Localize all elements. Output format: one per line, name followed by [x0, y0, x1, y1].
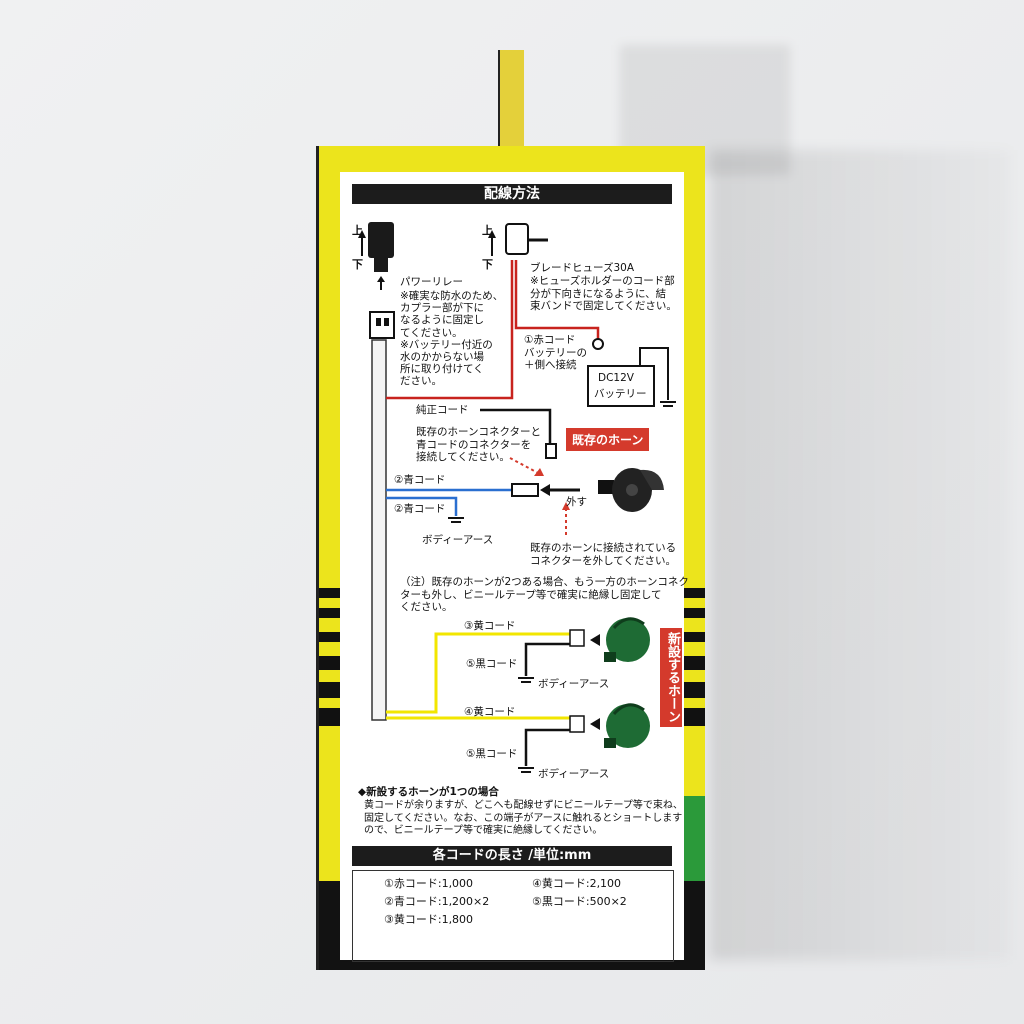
single-horn-heading: ◆新設するホーンが1つの場合: [358, 786, 499, 798]
yellow-cord-label-2: ④黄コード: [464, 706, 516, 718]
battery: [587, 365, 655, 407]
new-horn-label: 新設するホーン: [660, 628, 682, 727]
horn-connector: [545, 443, 557, 459]
battery-label: バッテリー: [594, 388, 647, 400]
red-cord-label: ①赤コード バッテリーの ＋側へ接続: [524, 334, 587, 371]
blue-cord-label-2: ②青コード: [394, 503, 446, 515]
fuse-note: ※ヒューズホルダーのコード部 分が下向きになるように、結 束バンドで固定してくだ…: [530, 275, 677, 312]
black-cord-label-1: ⑤黒コード: [466, 658, 518, 670]
dotted-arrow-icon: [534, 468, 544, 476]
red-cord-battery: [514, 260, 600, 340]
box-shadow: [710, 150, 1010, 960]
fuse-holder: [505, 223, 529, 255]
red-cord: [386, 260, 514, 400]
blue-cord-label-1: ②青コード: [394, 474, 446, 486]
remove-arrow-icon: [540, 484, 550, 496]
length-item: ④黄コード:2,100: [532, 877, 622, 890]
corrugated-tube: [371, 339, 387, 721]
black-cord-label-2: ⑤黒コード: [466, 748, 518, 760]
up-arrow-2: [488, 230, 496, 238]
blue-cord-2: [386, 496, 458, 516]
down-label: 下: [352, 258, 363, 271]
relay-body: [368, 222, 394, 258]
relay-connector: [369, 311, 395, 339]
length-item: ③黄コード:1,800: [384, 913, 474, 926]
body-earth-label: ボディーアース: [538, 678, 610, 690]
battery-terminal: [592, 338, 604, 350]
black-cord-1: [524, 642, 570, 676]
battery-voltage: DC12V: [598, 372, 634, 384]
blue-connector: [511, 483, 539, 497]
caution-note: （注）既存のホーンが2つある場合、もう一方のホーンコネク ターも外し、ビニールテ…: [400, 576, 689, 613]
fuse-name: ブレードヒューズ30A: [530, 262, 635, 274]
up-label: 上: [482, 224, 493, 237]
existing-horn-label: 既存のホーン: [566, 428, 650, 451]
relay-base: [374, 256, 388, 272]
existing-horn-connector: [598, 480, 614, 494]
length-item: ⑤黒コード:500×2: [532, 895, 627, 908]
relay-arrow-head: [377, 276, 385, 282]
remove-note: 既存のホーンに接続されている コネクターを外してください。: [530, 542, 677, 567]
new-horn-2: [606, 704, 650, 748]
yellow-cord-label-1: ③黄コード: [464, 620, 516, 632]
remove-label: 外す: [566, 496, 587, 508]
yellow-cord-1: [386, 632, 570, 714]
genuine-cord-label: 純正コード: [416, 404, 469, 416]
hang-tab: [498, 50, 524, 150]
body-earth-label: ボディーアース: [538, 768, 610, 780]
black-cord-2: [524, 728, 570, 766]
up-arrow-1: [358, 230, 366, 238]
lengths-table: [352, 870, 674, 962]
single-horn-text: 黄コードが余りますが、どこへも配線せずにビニールテープ等で束ね、 固定してくださ…: [364, 800, 683, 836]
page-title: 配線方法: [352, 184, 672, 204]
genuine-cord: [480, 408, 552, 448]
body-earth-label: ボディーアース: [422, 534, 494, 546]
lengths-heading: 各コードの長さ /単位:mm: [352, 846, 672, 866]
length-item: ①赤コード:1,000: [384, 877, 474, 890]
up-label: 上: [352, 224, 363, 237]
dotted-arrow-icon: [562, 502, 570, 510]
down-label: 下: [482, 258, 493, 271]
new-horn-1: [606, 618, 650, 662]
length-item: ②青コード:1,200×2: [384, 895, 490, 908]
relay-note: ※確実な防水のため、 カプラー部が下に なるように固定し てください。 ※バッテ…: [400, 290, 504, 388]
relay-name: パワーリレー: [400, 276, 463, 288]
connect-note: 既存のホーンコネクターと 青コードのコネクターを 接続してください。: [416, 426, 542, 463]
